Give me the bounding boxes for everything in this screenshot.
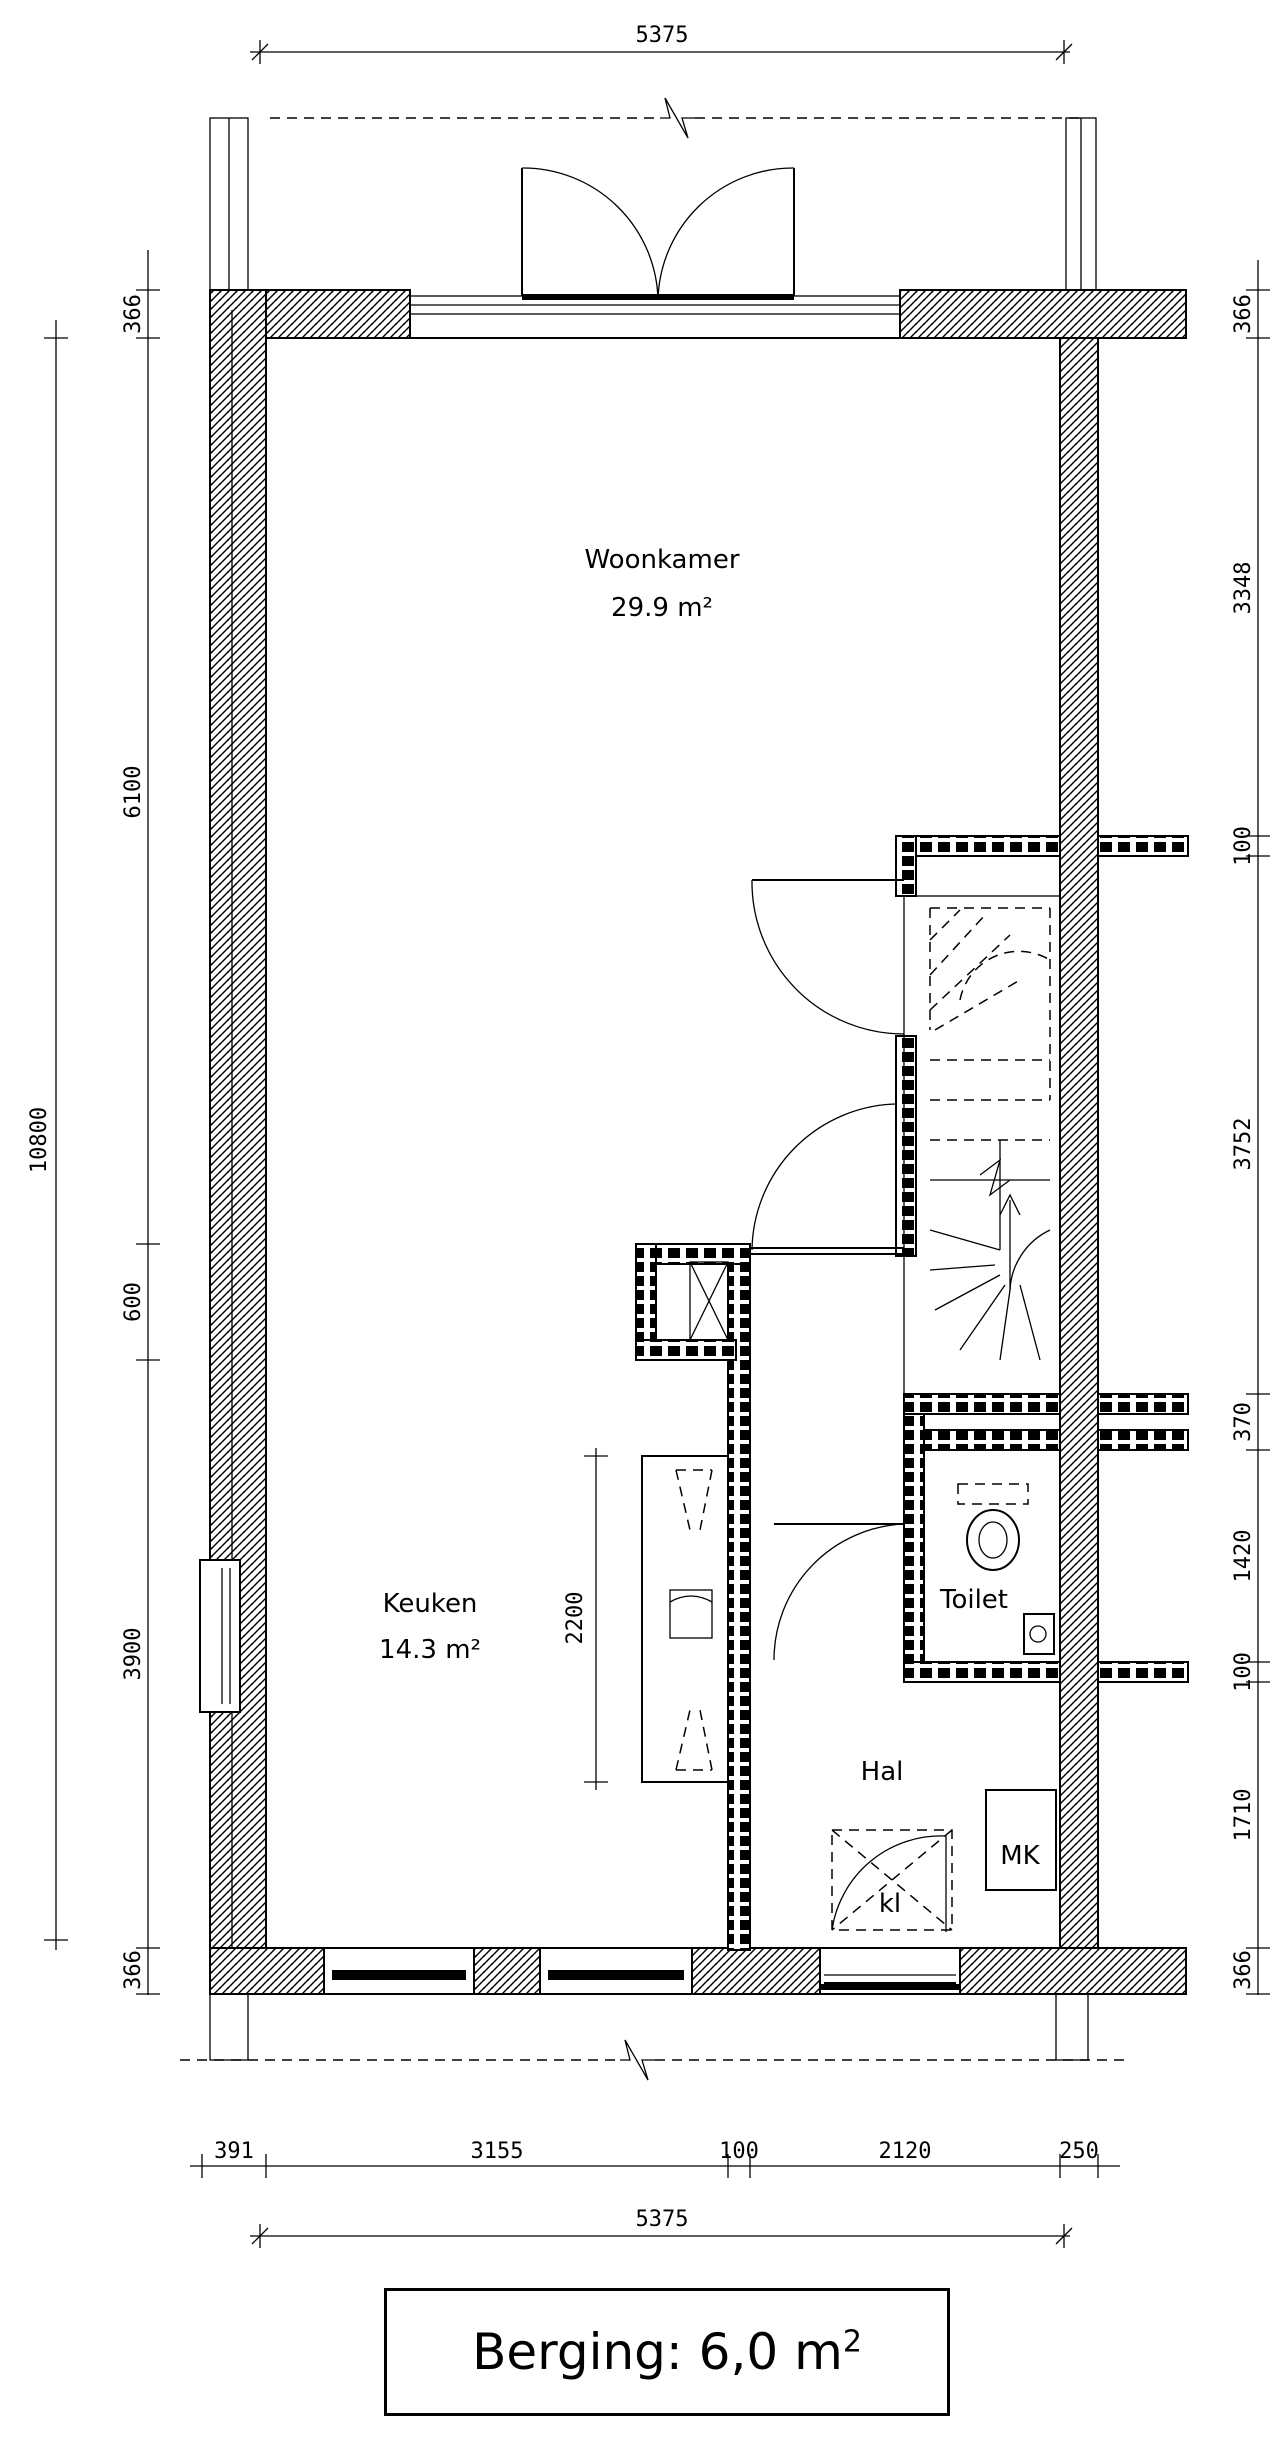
garden-doors xyxy=(521,167,795,301)
dim-bottom-total-line xyxy=(250,2224,1073,2248)
storage-label: Berging: 6,0 m2 xyxy=(472,2323,862,2381)
wall-toilet-top-2 xyxy=(903,1429,1061,1451)
dim-right-1: 366 xyxy=(1231,294,1256,334)
wall-stair-left-upper xyxy=(895,835,917,897)
storage-exponent: 2 xyxy=(842,2324,862,2360)
toilet-fixture xyxy=(957,1483,1055,1655)
door-hall xyxy=(751,1103,897,1251)
kitchen-counter xyxy=(641,1455,729,1783)
storage-label-text: Berging: xyxy=(472,2323,683,2381)
area-keuken: 14.3 m² xyxy=(379,1635,481,1665)
dim-right-6: 1420 xyxy=(1231,1530,1256,1583)
dim-bottom-1: 391 xyxy=(214,2139,254,2164)
terrace-line-bottom xyxy=(180,1993,1130,2081)
dimension-top xyxy=(250,40,1073,64)
wall-stair-left-lower xyxy=(895,1035,917,1257)
front-door xyxy=(820,1984,960,1990)
meterkast xyxy=(985,1789,1057,1891)
dim-counter-text: 2200 xyxy=(563,1592,588,1645)
closet xyxy=(831,1829,953,1932)
dim-left-seg-3: 3900 xyxy=(121,1628,146,1681)
label-hal: Hal xyxy=(861,1757,904,1787)
dim-total-depth: 10800 xyxy=(27,1107,52,1173)
dim-bottom-3: 100 xyxy=(719,2139,759,2164)
door-toilet xyxy=(773,1523,905,1662)
door-stair xyxy=(751,879,905,1035)
storage-box: Berging: 6,0 m2 xyxy=(384,2288,950,2416)
dim-right-3: 100 xyxy=(1231,826,1256,866)
cupboard-cross xyxy=(689,1261,729,1341)
wall-right xyxy=(1059,337,1099,1949)
dim-right-8: 1710 xyxy=(1231,1789,1256,1842)
dim-bottom-2: 3155 xyxy=(471,2139,524,2164)
dim-left-total-line xyxy=(44,320,68,1950)
terrace-line-top xyxy=(209,97,1097,291)
wall-neighbour-2 xyxy=(1097,1393,1189,1415)
dim-left-seg-1: 6100 xyxy=(121,766,146,819)
dim-bottom-width: 5375 xyxy=(636,2207,689,2232)
dim-right-5: 370 xyxy=(1231,1402,1256,1442)
wall-toilet-left xyxy=(903,1413,925,1663)
wall-top-right xyxy=(899,289,1187,339)
label-toilet: Toilet xyxy=(939,1585,1008,1615)
dim-top-width: 5375 xyxy=(636,23,689,48)
wall-cupboard-bottom xyxy=(635,1339,737,1361)
label-keuken: Keuken xyxy=(383,1589,478,1619)
dim-left-wall-top: 366 xyxy=(121,294,146,334)
label-woonkamer: Woonkamer xyxy=(584,545,739,575)
dim-right-4: 3752 xyxy=(1231,1118,1256,1171)
storage-value: 6,0 xyxy=(698,2323,779,2381)
wall-left xyxy=(209,289,267,1991)
label-meterkast: MK xyxy=(1000,1841,1040,1871)
wall-neighbour-4 xyxy=(1097,1661,1189,1683)
wall-neighbour-3 xyxy=(1097,1429,1189,1451)
staircase xyxy=(929,907,1051,1361)
dim-counter xyxy=(584,1448,608,1790)
room-outline xyxy=(265,337,1061,1949)
dim-bottom-4: 2120 xyxy=(879,2139,932,2164)
dim-bottom-segments-line xyxy=(190,2154,1120,2178)
dim-left-wall-bottom: 366 xyxy=(121,1950,146,1990)
dim-right-7: 100 xyxy=(1231,1652,1256,1692)
dim-right-line xyxy=(1246,260,1270,1995)
wall-hall xyxy=(727,1261,751,1951)
dim-left-seg-2: 600 xyxy=(121,1282,146,1322)
wall-stair-top xyxy=(903,835,1061,857)
dim-left-segments-line xyxy=(136,250,160,1995)
storage-unit: m xyxy=(794,2323,843,2381)
wall-cupboard-left xyxy=(635,1243,657,1355)
dim-right-2: 3348 xyxy=(1231,562,1256,615)
label-kast: kl xyxy=(879,1889,901,1919)
area-woonkamer: 29.9 m² xyxy=(611,593,713,623)
dim-right-9: 366 xyxy=(1231,1950,1256,1990)
dim-bottom-5: 250 xyxy=(1059,2139,1099,2164)
window-left xyxy=(199,1559,241,1713)
wall-toilet-top xyxy=(903,1393,1061,1415)
wall-toilet-bottom xyxy=(903,1661,1061,1683)
wall-neighbour-1 xyxy=(1097,835,1189,857)
